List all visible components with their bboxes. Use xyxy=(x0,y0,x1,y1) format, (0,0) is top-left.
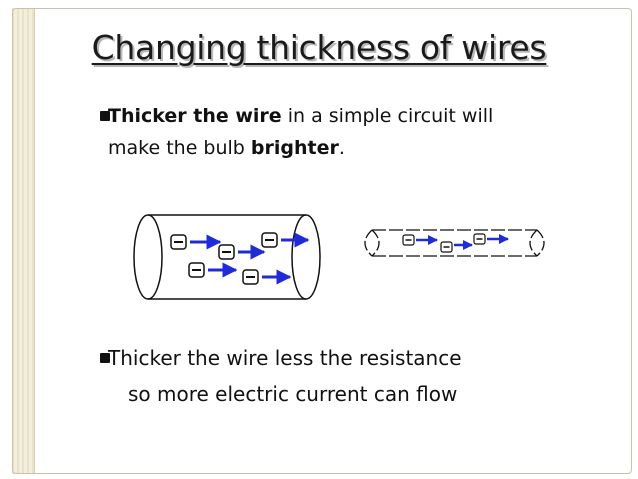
bullet1-text-line2: make the bulb xyxy=(108,137,251,159)
thin-wire-right-end xyxy=(529,229,538,257)
bullet2-line1: Thicker the wire less the resistance xyxy=(108,346,462,370)
bullet-thicker-wire-brighter: Thicker the wire in a simple circuit wil… xyxy=(108,100,628,164)
bullet1-bold-brighter: brighter xyxy=(250,137,339,159)
electron xyxy=(188,262,205,278)
thin-wire-left-end xyxy=(364,229,373,257)
thick-wire-right-end xyxy=(291,214,321,300)
electron xyxy=(440,241,453,253)
electron xyxy=(402,234,415,246)
bullet1-bold-phrase: Thicker the wire xyxy=(108,105,282,127)
electron xyxy=(170,234,187,250)
bullet-marker xyxy=(100,353,110,363)
slide-frame xyxy=(12,8,632,474)
thick-wire-diagram xyxy=(133,214,321,300)
bullet-thicker-wire-resistance: Thicker the wire less the resistance so … xyxy=(108,340,628,412)
slide-title: Changing thickness of wires xyxy=(91,28,547,67)
thin-wire-diagram xyxy=(364,229,545,257)
decorative-left-strip xyxy=(12,8,35,474)
electron xyxy=(218,244,235,260)
electron xyxy=(242,269,259,285)
bullet2-line2: so more electric current can flow xyxy=(128,382,458,406)
bullet1-text: in a simple circuit will xyxy=(281,105,494,127)
electron xyxy=(473,233,486,245)
electron xyxy=(261,232,278,248)
bullet-marker xyxy=(100,111,110,121)
thick-wire-left-end xyxy=(133,214,163,300)
bullet1-period: . xyxy=(338,137,345,159)
